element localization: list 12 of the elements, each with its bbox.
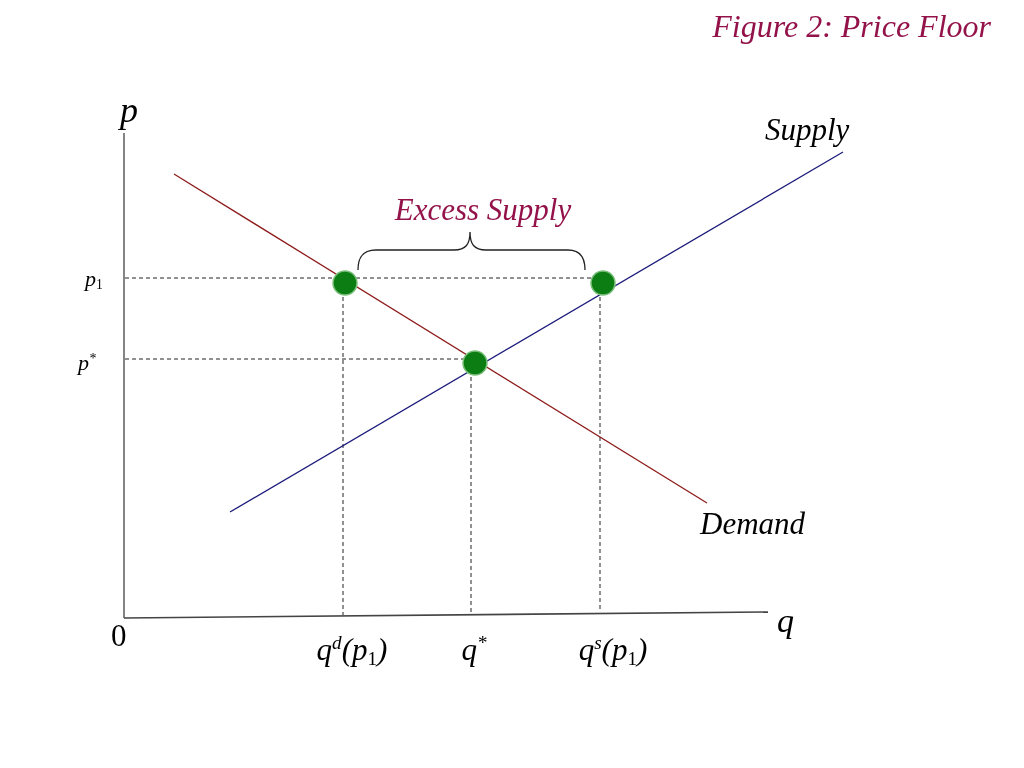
curve-label: Supply	[765, 114, 850, 145]
quantity-label: q$^{*}$	[461, 634, 487, 665]
curve-label: Demand	[700, 508, 806, 539]
price-label: p$_{1}$	[85, 268, 103, 290]
quantity-label: q$^{d}$(p$_{1}$)	[316, 634, 388, 665]
origin-label: 0	[111, 620, 127, 651]
price-label: p$^{*}$	[78, 352, 96, 374]
annotation-label: Excess Supply	[394, 194, 572, 225]
axis-label: q	[777, 604, 794, 638]
axis-label: p	[120, 92, 138, 128]
figure-title: Figure 2: Price Floor	[712, 10, 991, 42]
quantity-label: q$^{s}$(p$_{1}$)	[578, 634, 648, 665]
